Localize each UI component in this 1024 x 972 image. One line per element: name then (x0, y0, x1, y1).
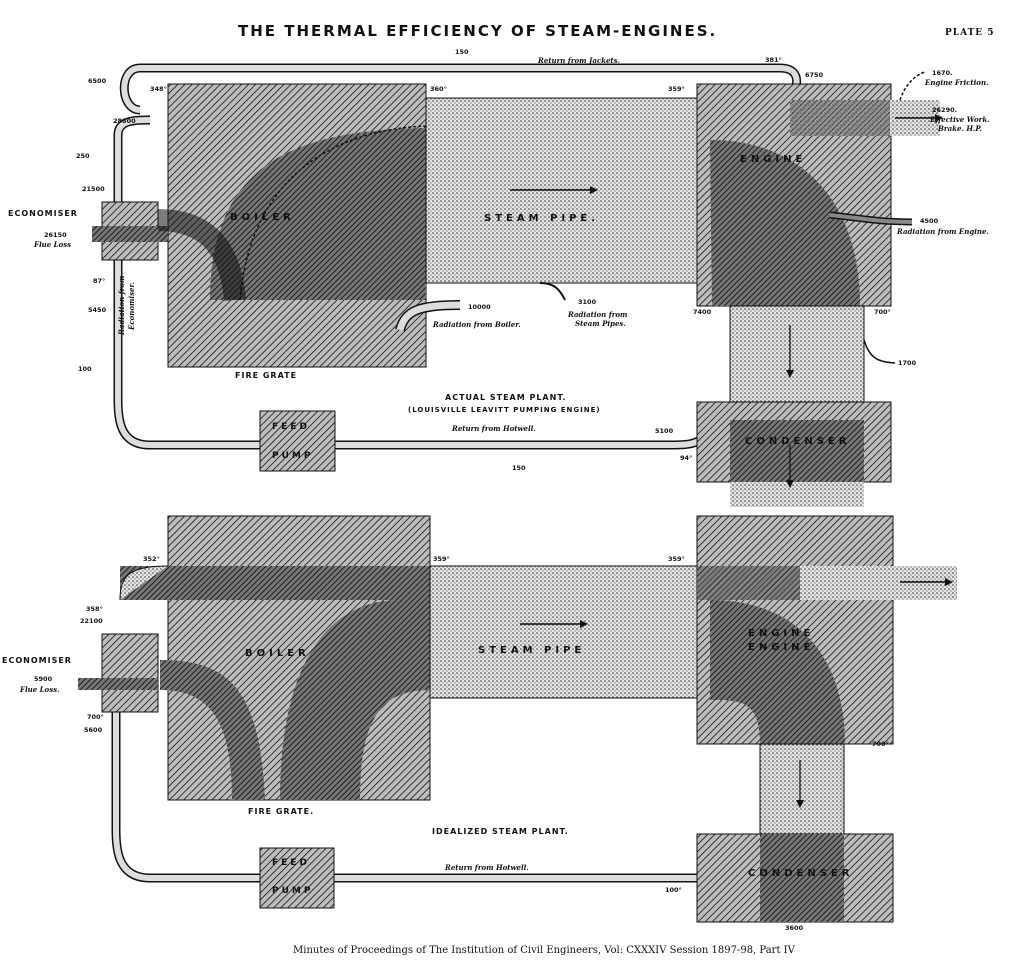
value-359: 359° (668, 85, 685, 93)
steam-pipe-label: STEAM PIPE. (484, 213, 600, 224)
ideal-engine-label-1: ENGINE (748, 628, 815, 639)
ideal-plant (78, 515, 957, 923)
value-26150: 26150 (44, 231, 67, 239)
plate-number: PLATE 5 (945, 28, 995, 38)
value-3100: 3100 (578, 298, 597, 306)
economiser-label: ECONOMISER (8, 209, 78, 218)
value-250: 250 (76, 152, 90, 160)
value-700: 700° (874, 308, 891, 316)
value-26290: 26290. (932, 106, 958, 114)
value-5100: 5100 (655, 427, 674, 435)
ideal-condenser-label: CONDENSER (748, 868, 854, 879)
ideal-boiler-flow-left (160, 660, 265, 800)
ideal-value-3600: 3600 (785, 924, 804, 932)
actual-plant (92, 63, 943, 507)
fire-grate-label: FIRE GRATE (235, 371, 298, 380)
ideal-pump-label: PUMP (272, 886, 314, 896)
flue-loss-label: Flue Loss (34, 240, 72, 249)
ideal-fire-grate-label: FIRE GRATE. (248, 807, 315, 816)
ideal-value-700a: 700° (87, 713, 104, 721)
ideal-return-hotwell-label: Return from Hotwell. (445, 863, 529, 872)
ideal-value-5600: 5600 (84, 726, 103, 734)
pump-label: PUMP (272, 451, 314, 461)
ideal-value-352: 352° (143, 555, 160, 563)
value-150-bottom: 150 (512, 464, 526, 472)
ideal-plant-heading: IDEALIZED STEAM PLANT. (432, 827, 569, 836)
value-150-top: 150 (455, 48, 469, 56)
value-7400: 7400 (693, 308, 712, 316)
ideal-boiler-label: BOILER (245, 648, 310, 659)
ideal-economiser-block (101, 633, 159, 713)
ideal-value-358: 358° (86, 605, 103, 613)
boiler-label: BOILER (230, 212, 295, 223)
value-5450: 5450 (88, 306, 107, 314)
boiler-flow (210, 128, 426, 300)
ideal-exhaust-column (759, 743, 845, 835)
actual-plant-subheading: (LOUISVILLE LEAVITT PUMPING ENGINE) (408, 406, 601, 414)
value-4500: 4500 (920, 217, 939, 225)
engine-friction-label: Engine Friction. (925, 78, 989, 87)
diagram-title: THE THERMAL EFFICIENCY OF STEAM-ENGINES. (238, 22, 718, 40)
value-348: 348° (150, 85, 167, 93)
return-jackets-label: Return from Jackets. (538, 56, 621, 65)
ideal-engine-label-2: ENGINE (748, 642, 815, 653)
value-94: 94° (680, 454, 693, 462)
feed-pump-block (259, 410, 336, 472)
return-hotwell-label: Return from Hotwell. (452, 424, 536, 433)
ideal-value-359b: 359° (668, 555, 685, 563)
value-1700: 1700 (898, 359, 917, 367)
radiation-engine-label: Radiation from Engine. (897, 227, 989, 236)
value-100: 100 (78, 365, 92, 373)
ideal-value-100: 100° (665, 886, 682, 894)
radiation-pipes-label: Radiation from (568, 310, 628, 319)
engine-label: ENGINE (740, 154, 807, 165)
steam-pipes-label: Steam Pipes. (575, 319, 626, 328)
ideal-value-5900: 5900 (34, 675, 53, 683)
ideal-steam-pipe-label: STEAM PIPE (478, 645, 586, 656)
ideal-feed-pump-block (259, 847, 335, 909)
ideal-steam-pipe-block (429, 565, 699, 699)
value-6500: 6500 (88, 77, 107, 85)
ideal-economiser-label: ECONOMISER (2, 656, 72, 665)
value-28800: 28800 (113, 117, 136, 125)
engine-flow (710, 140, 860, 306)
actual-plant-heading: ACTUAL STEAM PLANT. (445, 393, 567, 402)
ideal-flue-loss-label: Flue Loss. (20, 685, 60, 694)
effective-work-label: Effective Work. (930, 115, 990, 124)
ideal-value-359a: 359° (433, 555, 450, 563)
feed-label: FEED (272, 422, 310, 432)
ideal-value-22100: 22100 (80, 617, 103, 625)
value-1670: 1670. (932, 69, 953, 77)
ideal-boiler-flow-right (280, 600, 430, 800)
value-381: 381° (765, 56, 782, 64)
condenser-label: CONDENSER (745, 436, 851, 447)
value-87: 87° (93, 277, 106, 285)
value-21500: 21500 (82, 185, 105, 193)
ideal-value-700b: 700° (872, 740, 889, 748)
ideal-boiler-top-band (120, 566, 430, 600)
ideal-feed-label: FEED (272, 858, 310, 868)
brake-hp-label: Brake. H.P. (938, 124, 982, 133)
value-6750: 6750 (805, 71, 824, 79)
radiation-economiser-label: Radiation from (117, 275, 126, 335)
value-10000: 10000 (468, 303, 491, 311)
value-360: 360° (430, 85, 447, 93)
footer-citation: Minutes of Proceedings of The Institutio… (293, 945, 795, 956)
radiation-boiler-label: Radiation from Boiler. (433, 320, 521, 329)
economiser-word-label: Economiser. (127, 282, 136, 330)
exhaust-column (729, 305, 865, 403)
